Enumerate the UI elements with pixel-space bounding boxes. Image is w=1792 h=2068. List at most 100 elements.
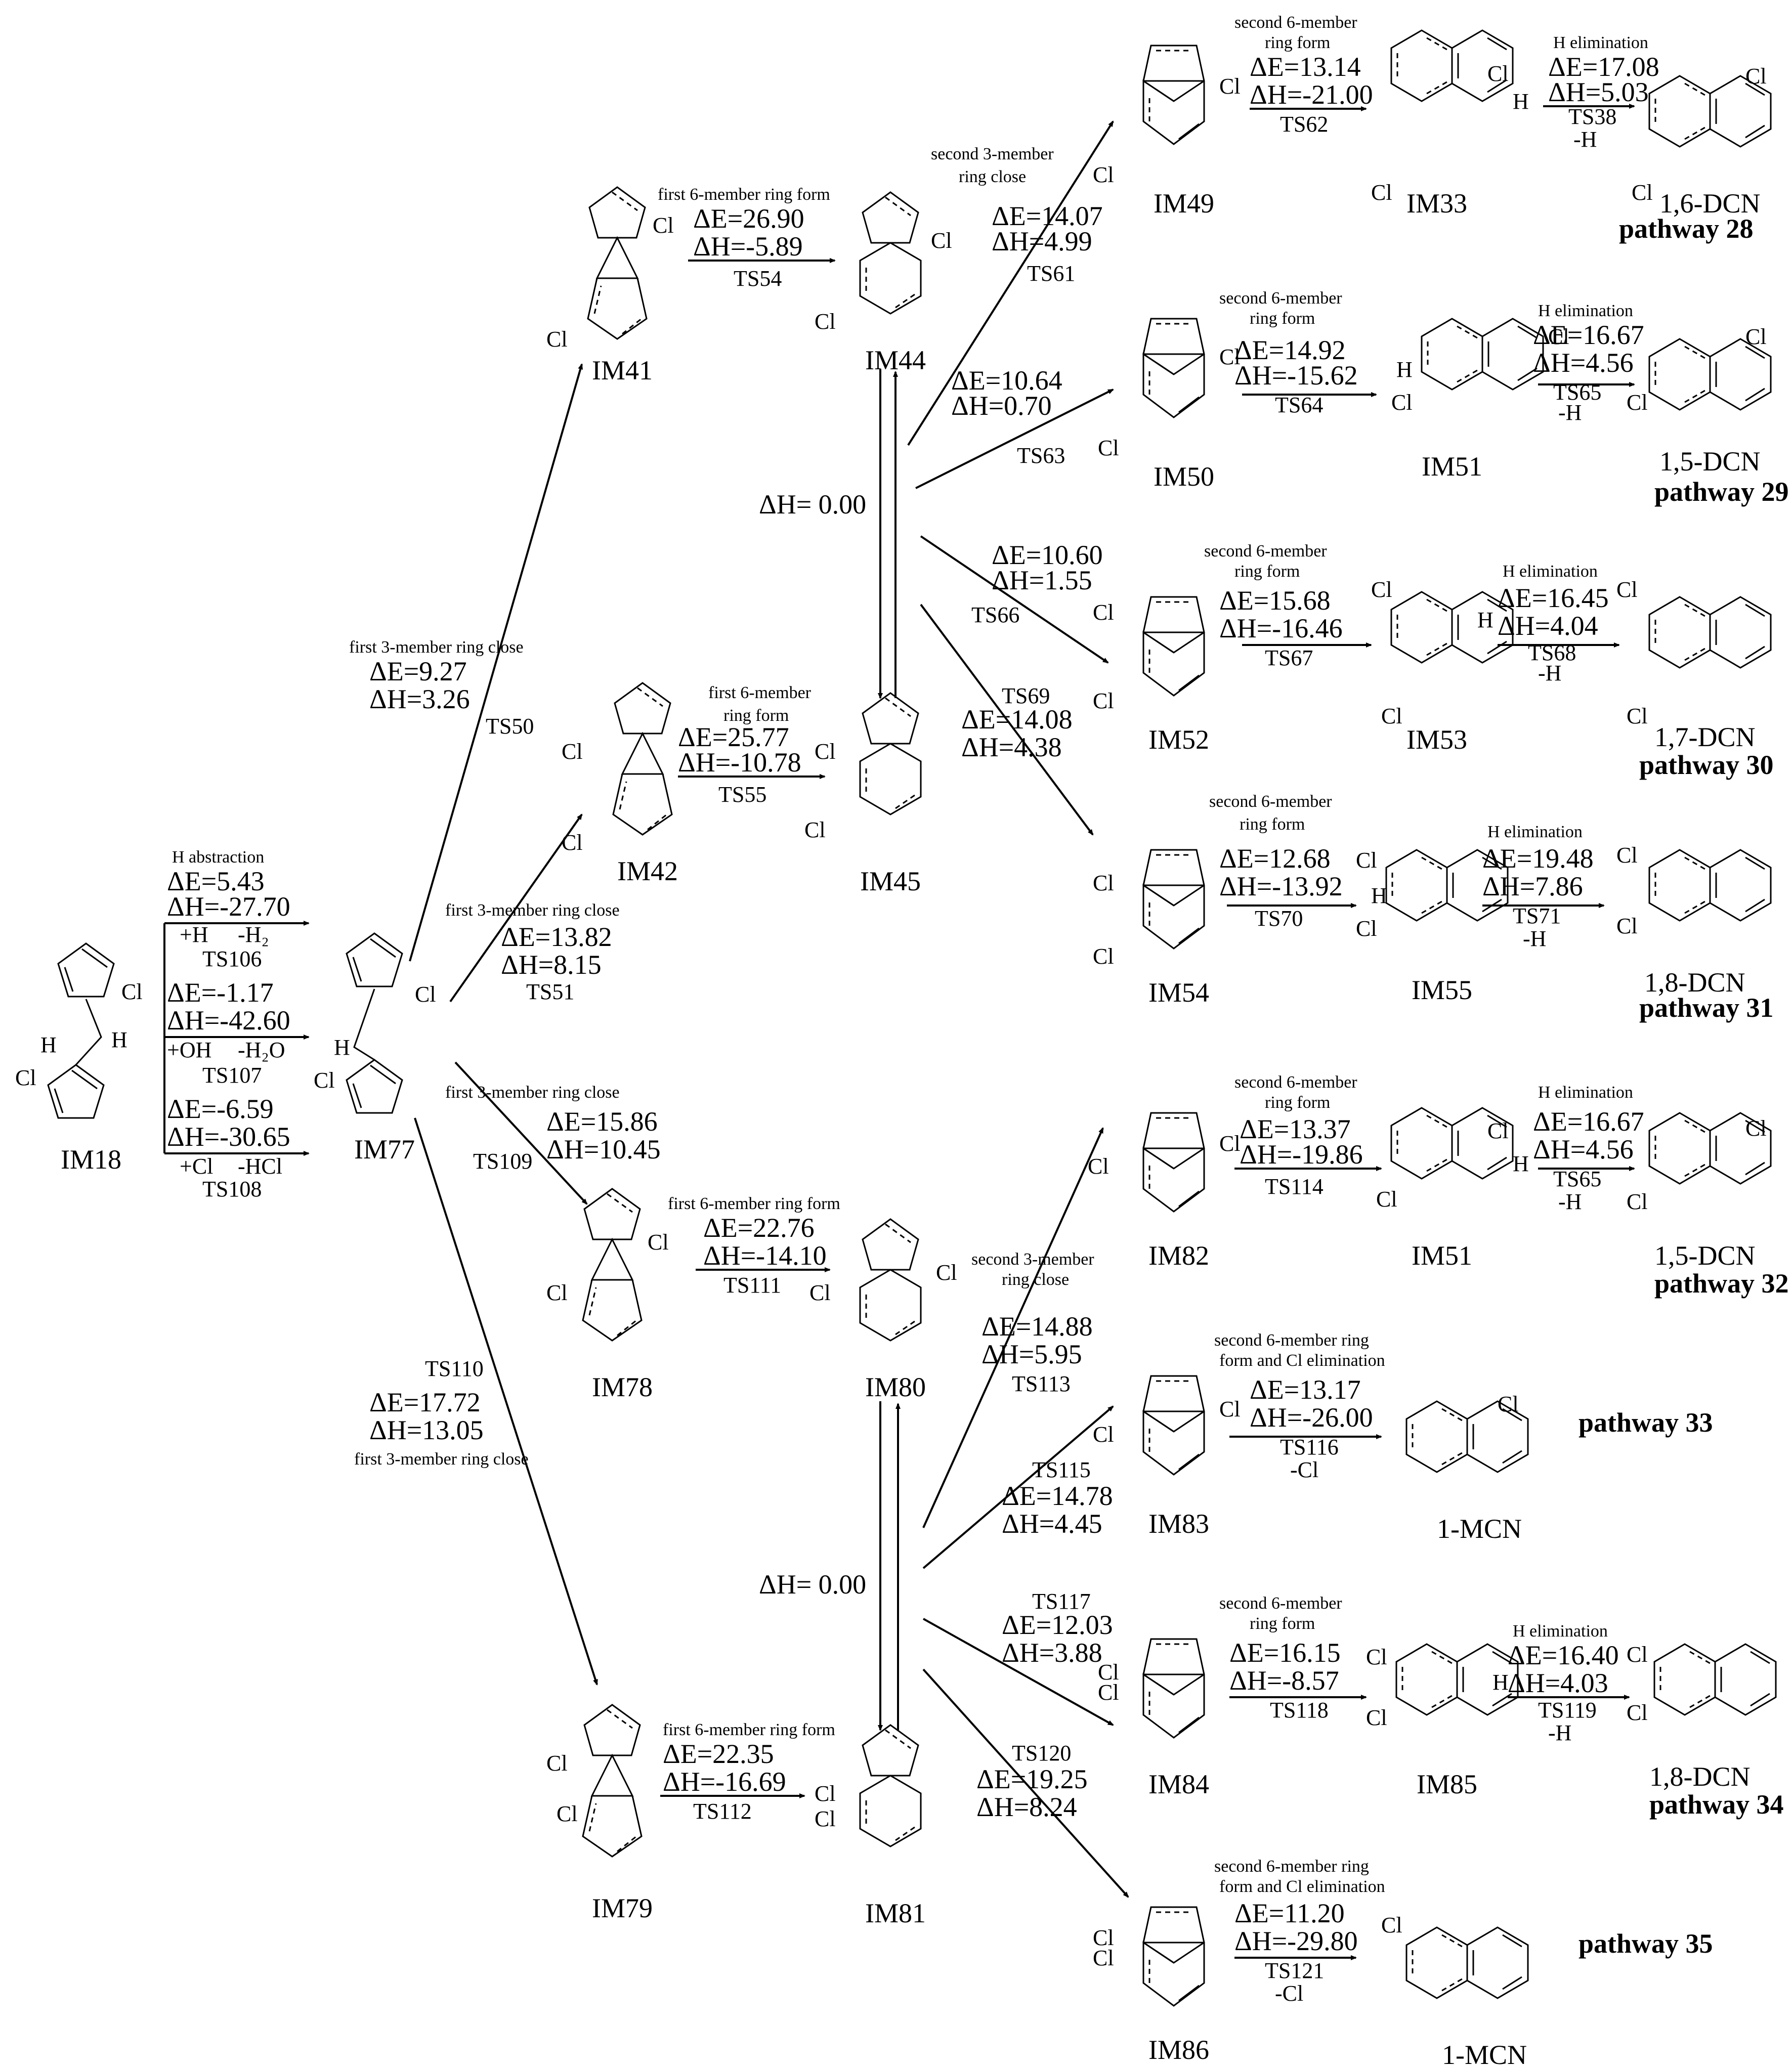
svg-text:first 3-member ring close: first 3-member ring close [349, 638, 524, 657]
svg-text:ΔH=-8.57: ΔH=-8.57 [1229, 1665, 1339, 1696]
svg-text:Cl: Cl [1632, 180, 1653, 205]
product-1-mcn-b: Cl 1-MCN pathway 35 [1381, 1913, 1713, 2068]
svg-text:-H₂O: -H₂O [238, 1038, 285, 1062]
step-ts66: ΔE=10.60 ΔH=1.55 TS66 [971, 540, 1103, 627]
svg-text:Cl: Cl [121, 979, 143, 1004]
svg-text:Cl: Cl [546, 327, 568, 352]
step-ts116: second 6-member ring form and Cl elimina… [1214, 1331, 1385, 1482]
svg-text:ΔE=14.08: ΔE=14.08 [961, 704, 1073, 735]
product-1-6-dcn: Cl Cl 1,6-DCN pathway 28 [1619, 64, 1772, 244]
molecule-im53: Cl H Cl IM53 [1371, 577, 1514, 755]
svg-text:ΔE=16.67: ΔE=16.67 [1533, 320, 1644, 350]
svg-text:ΔH=4.38: ΔH=4.38 [961, 732, 1062, 762]
svg-text:Cl: Cl [1745, 324, 1767, 349]
svg-text:H abstraction: H abstraction [172, 848, 264, 867]
step-ts106: H abstraction ΔE=5.43 ΔH=-27.70 +H -H₂ T… [167, 848, 290, 971]
molecule-im78: Cl Cl IM78 [546, 1188, 669, 1402]
svg-text:H elimination: H elimination [1513, 1622, 1608, 1641]
svg-text:H: H [1477, 608, 1494, 632]
step-ts61: second 3-member ring close ΔE=14.07 ΔH=4… [931, 145, 1103, 286]
molecule-im86: Cl Cl IM86 [1093, 1906, 1209, 2065]
svg-text:IM54: IM54 [1148, 977, 1209, 1008]
svg-text:TS119: TS119 [1538, 1698, 1597, 1722]
svg-text:Cl: Cl [562, 739, 583, 764]
svg-text:Cl: Cl [1487, 1118, 1509, 1143]
svg-text:IM45: IM45 [860, 866, 921, 896]
svg-text:Cl: Cl [1616, 843, 1638, 868]
svg-text:second 3-member: second 3-member [931, 145, 1054, 163]
svg-text:second 6-member: second 6-member [1204, 542, 1327, 561]
svg-text:Cl: Cl [1093, 600, 1114, 625]
arrow-ts51 [449, 813, 583, 1003]
svg-text:ΔH=5.95: ΔH=5.95 [982, 1339, 1082, 1369]
step-ts50: first 3-member ring close ΔE=9.27 ΔH=3.2… [349, 638, 534, 739]
svg-text:ring close: ring close [1002, 1270, 1069, 1289]
svg-text:Cl: Cl [1391, 390, 1413, 415]
step-ts110: TS110 ΔE=17.72 ΔH=13.05 first 3-member r… [354, 1356, 529, 1469]
svg-text:IM33: IM33 [1406, 188, 1467, 219]
svg-text:ΔH=4.03: ΔH=4.03 [1508, 1668, 1608, 1698]
svg-text:second 3-member: second 3-member [971, 1250, 1094, 1269]
svg-text:Cl: Cl [1381, 1913, 1402, 1937]
step-ts121: second 6-member ring form and Cl elimina… [1214, 1857, 1385, 2006]
svg-text:first 6-member: first 6-member [708, 683, 812, 702]
reaction-arrows [163, 104, 1635, 1960]
svg-text:form and Cl elimination: form and Cl elimination [1219, 1877, 1385, 1896]
step-ts65b: H elimination ΔE=16.67 ΔH=4.56 TS65 -H [1533, 1083, 1644, 1214]
svg-text:Cl: Cl [1627, 1700, 1648, 1725]
arrow-ts109 [454, 1061, 588, 1205]
svg-text:IM41: IM41 [592, 355, 653, 385]
svg-text:1-MCN: 1-MCN [1442, 2040, 1527, 2068]
arrow-ts113 [922, 1127, 1104, 1528]
svg-text:H elimination: H elimination [1538, 1083, 1633, 1102]
svg-text:Cl: Cl [931, 228, 952, 253]
svg-text:IM86: IM86 [1148, 2035, 1209, 2065]
svg-text:ΔE=-6.59: ΔE=-6.59 [167, 1094, 274, 1124]
svg-text:-H: -H [1558, 1189, 1582, 1214]
arrow-ts117 [923, 1618, 1114, 1726]
svg-text:pathway 30: pathway 30 [1639, 750, 1774, 780]
svg-text:ΔH=4.04: ΔH=4.04 [1498, 611, 1598, 641]
product-1-7-dcn: Cl Cl 1,7-DCN pathway 30 [1616, 577, 1774, 780]
step-ts118: second 6-member ring form ΔE=16.15 ΔH=-8… [1219, 1594, 1342, 1722]
svg-text:ΔE=9.27: ΔE=9.27 [369, 656, 467, 686]
svg-text:IM50: IM50 [1154, 461, 1214, 492]
molecule-im41: Cl Cl IM41 [546, 186, 674, 385]
svg-text:Cl: Cl [1098, 1660, 1119, 1685]
svg-text:TS118: TS118 [1270, 1698, 1329, 1722]
svg-text:Cl: Cl [1745, 64, 1767, 89]
svg-text:1,8-DCN: 1,8-DCN [1644, 967, 1745, 998]
svg-text:TS114: TS114 [1265, 1174, 1324, 1199]
svg-text:Cl: Cl [1627, 1642, 1648, 1667]
svg-text:ΔH=-29.80: ΔH=-29.80 [1234, 1926, 1358, 1956]
step-ts112: first 6-member ring form ΔE=22.35 ΔH=-16… [663, 1720, 835, 1824]
svg-text:Cl: Cl [415, 982, 436, 1007]
svg-text:TS63: TS63 [1017, 443, 1065, 468]
step-ts63: ΔE=10.64 ΔH=0.70 TS63 [951, 365, 1065, 468]
svg-text:Cl: Cl [1356, 916, 1377, 941]
step-ts109: first 3-member ring close ΔE=15.86 ΔH=10… [445, 1083, 661, 1174]
svg-text:ΔH=5.03: ΔH=5.03 [1548, 77, 1649, 107]
arrow-ts61 [907, 120, 1114, 446]
step-ts67: second 6-member ring form ΔE=15.68 ΔH=-1… [1204, 542, 1343, 670]
svg-text:+H: +H [180, 922, 208, 947]
svg-text:Cl: Cl [1745, 1116, 1767, 1141]
svg-text:IM53: IM53 [1406, 724, 1467, 755]
svg-text:second 6-member: second 6-member [1219, 289, 1342, 308]
svg-text:ΔH=4.45: ΔH=4.45 [1002, 1509, 1102, 1539]
svg-text:first 3-member ring close: first 3-member ring close [445, 1083, 620, 1102]
svg-text:TS110: TS110 [425, 1356, 484, 1381]
svg-text:TS65: TS65 [1553, 380, 1601, 405]
svg-text:H: H [1396, 357, 1413, 382]
svg-text:ΔH=-42.60: ΔH=-42.60 [167, 1005, 290, 1036]
step-ts69: TS69 ΔE=14.08 ΔH=4.38 [961, 683, 1073, 762]
arrow-ts50 [409, 363, 583, 962]
svg-text:TS108: TS108 [202, 1177, 262, 1201]
svg-text:Cl: Cl [546, 1751, 568, 1776]
svg-text:TS51: TS51 [526, 979, 574, 1004]
step-ts111: first 6-member ring form ΔE=22.76 ΔH=-14… [668, 1194, 840, 1298]
svg-text:H: H [1371, 883, 1387, 908]
svg-text:ΔH=-5.89: ΔH=-5.89 [693, 231, 803, 262]
svg-text:ΔE=13.82: ΔE=13.82 [501, 922, 612, 952]
